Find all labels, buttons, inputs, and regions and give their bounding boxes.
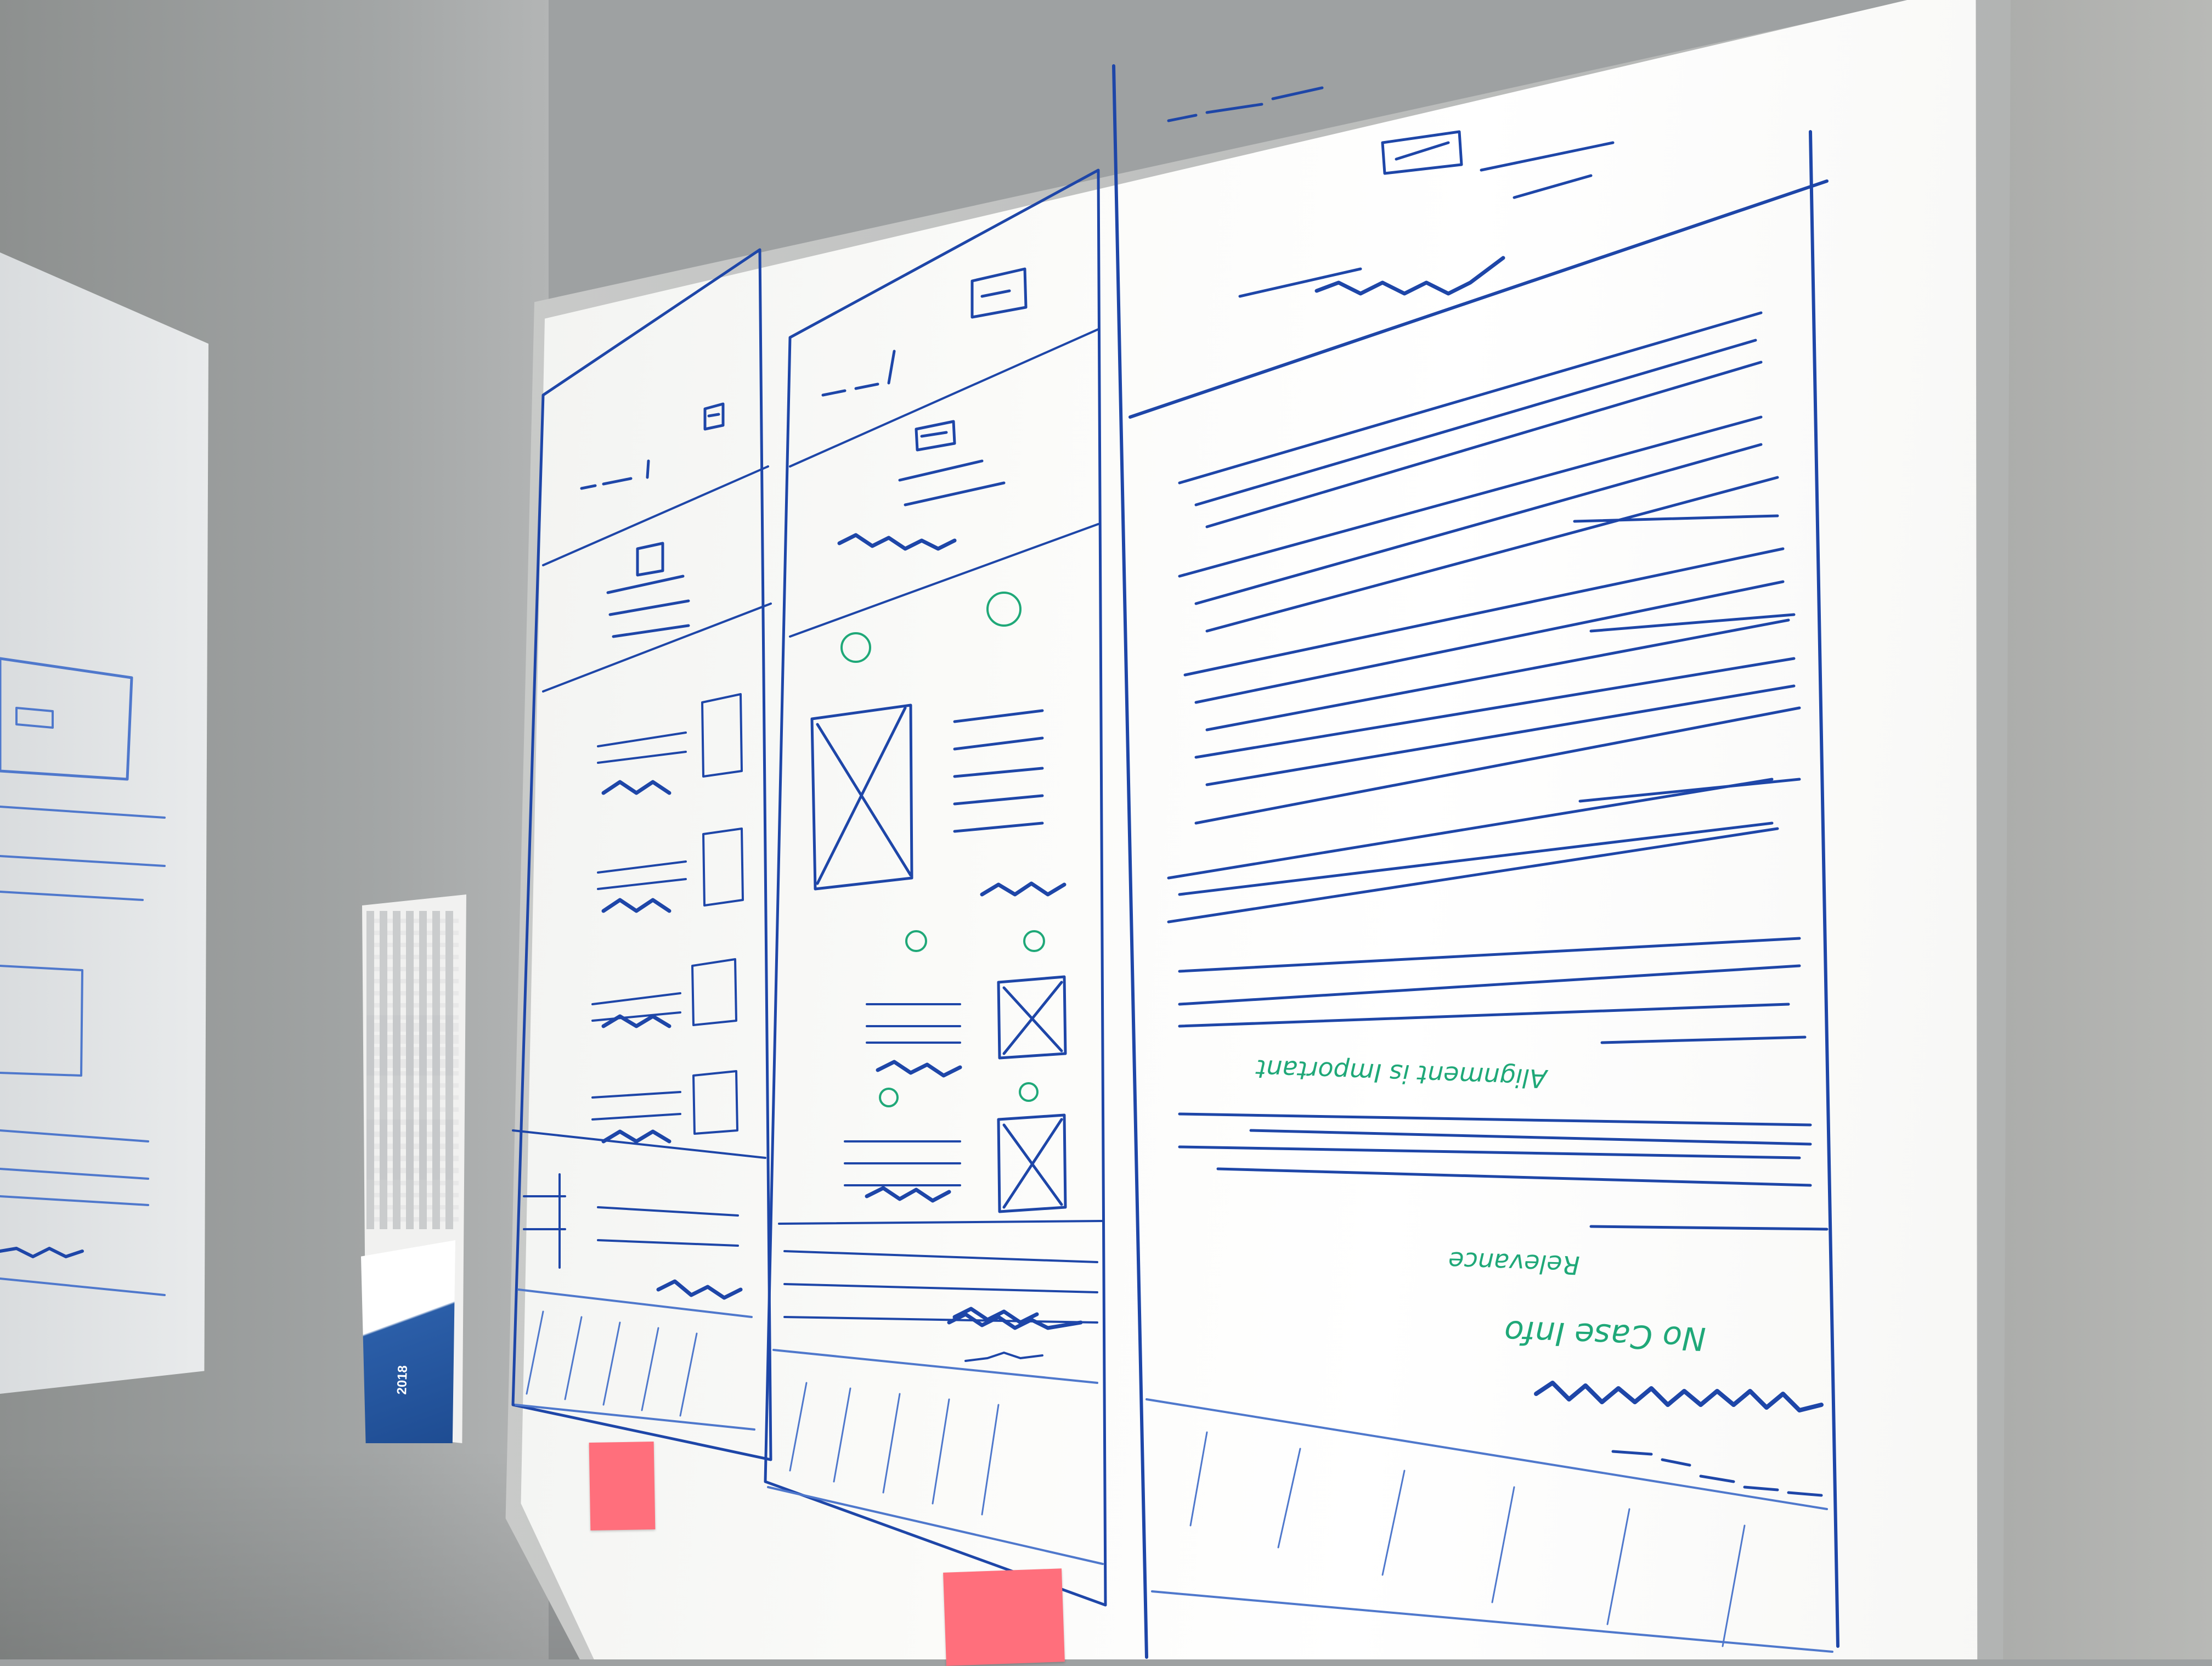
annotation-alignment: Alignment is Important (1255, 1054, 1549, 1094)
sticky-note-1 (589, 1441, 656, 1531)
sticky-note-2 (943, 1568, 1065, 1666)
green-annotations: Alignment is Important Relevance No Case… (840, 592, 1707, 1358)
paper-wireframe-sheet (0, 252, 208, 1394)
wireframe-panel-3 (1112, 64, 1839, 1659)
wireframe-panel-1 (511, 248, 772, 1461)
annotation-relevance: Relevance (1448, 1246, 1580, 1280)
annotation-no-case-info: No Case Info (1504, 1313, 1707, 1358)
calendar-footer-banner (361, 1240, 455, 1443)
side-sheet-sketch (0, 657, 166, 1296)
calendar-month-grid (366, 1119, 459, 1229)
wireframe-panel-2 (764, 168, 1107, 1607)
whiteboard-surface (521, 0, 1978, 1659)
